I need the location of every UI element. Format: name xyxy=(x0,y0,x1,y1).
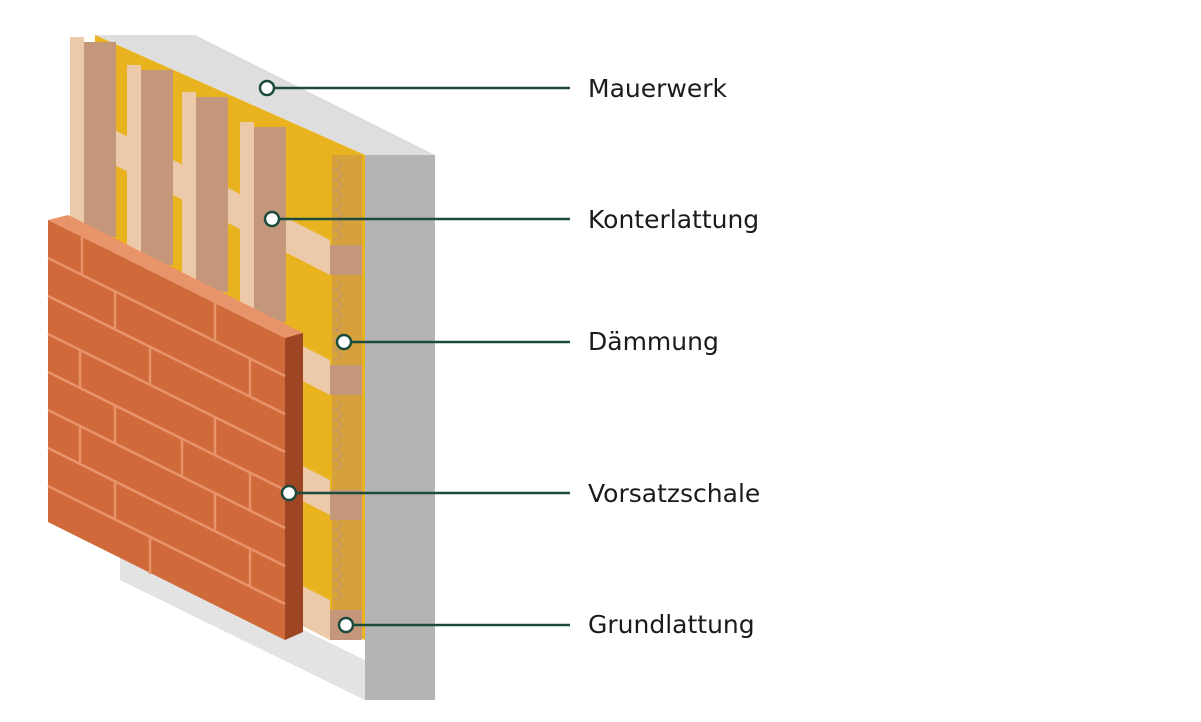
callout-marker-vorsatzschale xyxy=(280,484,298,502)
label-grundlattung: Grundlattung xyxy=(588,610,755,639)
callouts xyxy=(258,79,570,634)
counter-batten-1-side xyxy=(70,37,84,237)
label-daemmung: Dämmung xyxy=(588,327,719,356)
counter-battens xyxy=(70,37,286,322)
brick-top-edge xyxy=(48,215,303,338)
counter-batten-4-side xyxy=(240,122,254,322)
counter-batten-3-side xyxy=(182,92,196,292)
base-batten-1-end xyxy=(330,245,362,275)
counter-batten-3-front xyxy=(196,97,228,292)
label-konterlattung: Konterlattung xyxy=(588,205,760,234)
callout-marker-mauerwerk xyxy=(258,79,276,97)
counter-batten-2-side xyxy=(127,65,141,265)
base-batten-3-end xyxy=(330,490,362,520)
insulation-wave-pattern xyxy=(332,159,343,601)
label-mauerwerk: Mauerwerk xyxy=(588,74,727,103)
callout-marker-daemmung xyxy=(335,333,353,351)
base-batten-2-end xyxy=(330,365,362,395)
callout-marker-konterlattung xyxy=(263,210,281,228)
counter-batten-1-front xyxy=(84,42,116,237)
counter-batten-2-front xyxy=(141,70,173,265)
masonry-face xyxy=(365,155,435,700)
brick-mortar-joints xyxy=(47,237,286,606)
callout-marker-grundlattung xyxy=(337,616,355,634)
label-vorsatzschale: Vorsatzschale xyxy=(588,479,761,508)
